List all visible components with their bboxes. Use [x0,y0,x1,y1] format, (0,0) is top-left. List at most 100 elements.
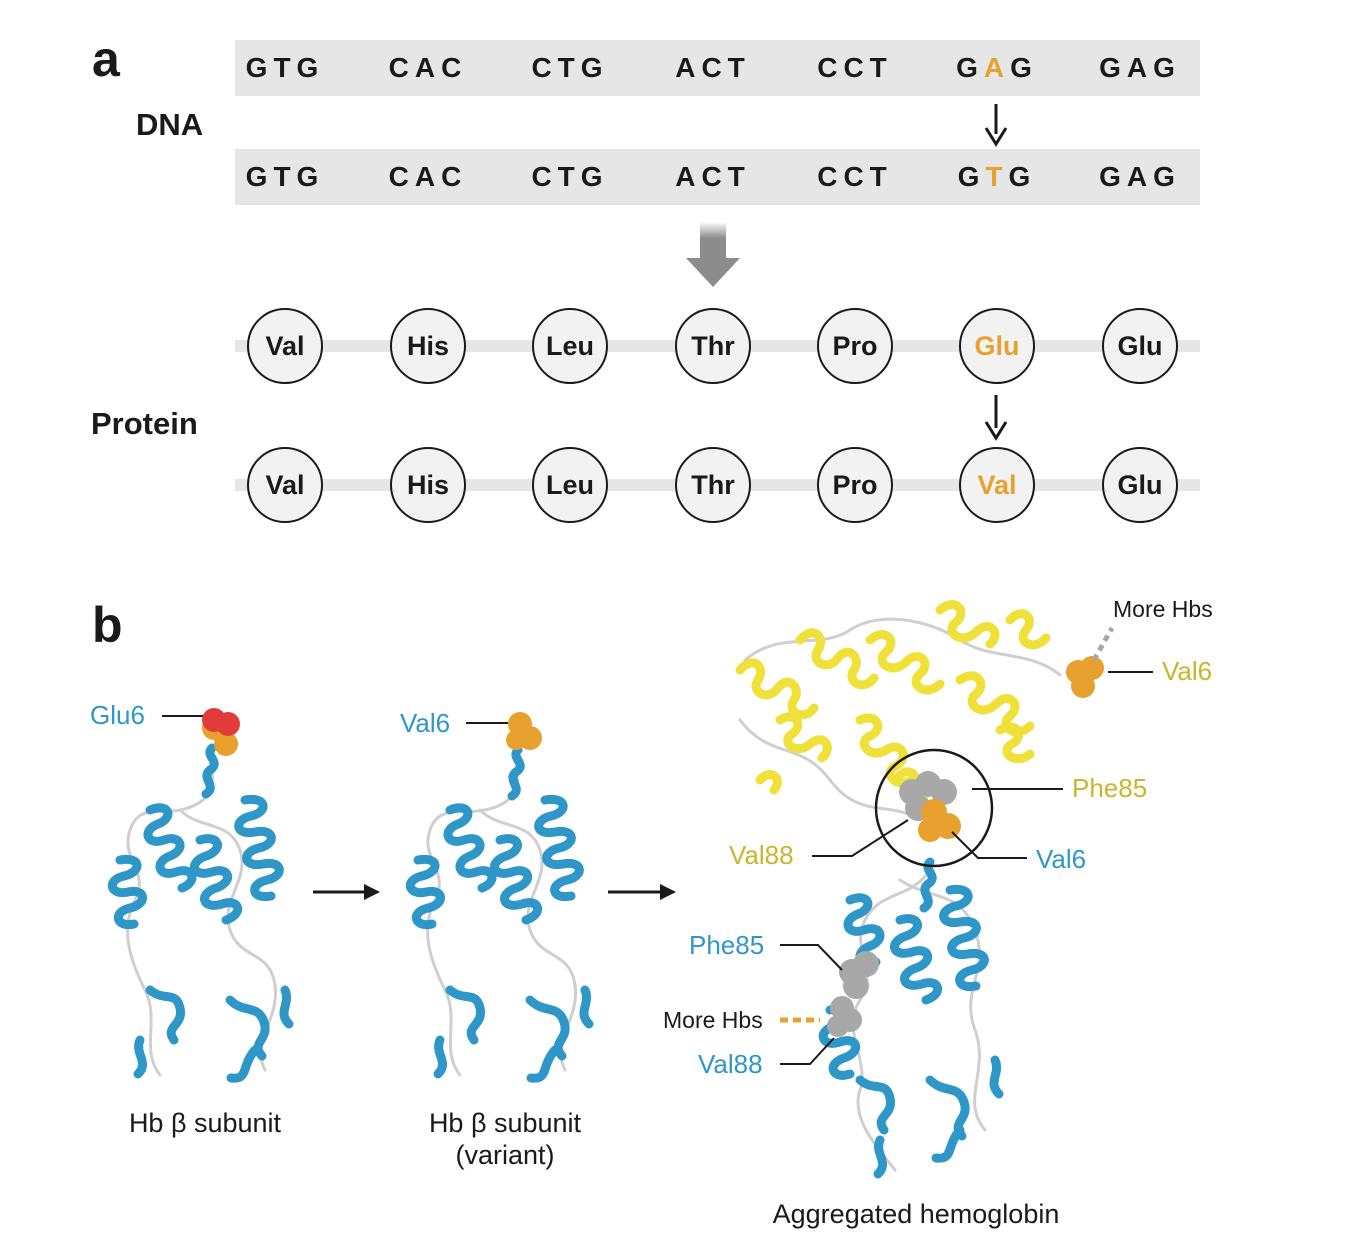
nucleotide: G [245,52,274,83]
nucleotide: G [957,161,986,192]
amino-acid-residue: Glu [1102,308,1178,384]
codon: CAC [368,149,488,205]
dna-original-bar [235,40,1200,96]
glu6-label: Glu6 [90,700,145,730]
nucleotide: G [956,52,984,83]
nucleotide: G [296,52,325,83]
dna-mutation-arrow [984,104,1008,147]
panel-letter-b: b [92,597,123,653]
hb-beta-normal-structure [108,708,294,1083]
amino-acid-residue: His [390,447,466,523]
nucleotide: C [441,161,468,192]
nucleotide: A [414,52,442,83]
codon: GAG [1080,149,1200,205]
amino-acid-residue: His [390,308,466,384]
nucleotide: T [557,52,581,83]
caption-variant-line1: Hb β subunit [428,1108,582,1138]
protein-label: Protein [91,406,198,441]
protein-original-sequence: Val His Leu Thr Pro Glu Glu [0,308,1358,384]
nucleotide: G [580,52,609,83]
nucleotide: T [869,161,893,192]
caption-aggregate: Aggregated hemoglobin [740,1198,1092,1230]
nucleotide: A [675,161,702,192]
nucleotide: G [245,161,274,192]
amino-acid-residue: Val [247,447,323,523]
nucleotide: C [441,52,468,83]
nucleotide: T [869,52,893,83]
nucleotide: C [701,161,728,192]
nucleotide: G [1099,52,1127,83]
phe85-beta-label: Phe85 [689,930,765,960]
nucleotide: G [296,161,325,192]
codon: CCT [795,149,915,205]
codon: GTG [225,40,345,96]
nucleotide: A [1126,161,1154,192]
nucleotide: G [1099,161,1127,192]
nucleotide: T [273,161,297,192]
codon: GTG [937,149,1057,205]
nucleotide: T [727,161,751,192]
val88-partner-label: Val88 [729,840,794,870]
codon: CCT [795,40,915,96]
more-hbs-top-label: More Hbs [1113,596,1213,622]
nucleotide: G [1153,52,1181,83]
beta-subunit-helices [818,857,1004,1179]
translation-arrow [686,222,740,287]
panel-letter-a: a [92,31,120,87]
amino-acid-residue: Glu [959,308,1035,384]
amino-acid-residue: Val [959,447,1035,523]
nucleotide: A [983,52,1011,83]
caption-normal: Hb β subunit [95,1107,315,1139]
amino-acid-residue: Leu [532,308,608,384]
arrow-normal-to-variant [313,884,380,900]
nucleotide: G [1008,161,1037,192]
nucleotide: A [1126,52,1154,83]
dna-label: DNA [136,107,204,142]
arrow-variant-to-aggregate [608,884,676,900]
amino-acid-residue: Thr [675,447,751,523]
nucleotide: C [843,52,870,83]
codon: ACT [653,40,773,96]
caption-variant: Hb β subunit (variant) [393,1107,617,1172]
codon: ACT [653,149,773,205]
codon: CAC [368,40,488,96]
nucleotide: G [580,161,609,192]
codon: CTG [510,40,630,96]
nucleotide: T [557,161,581,192]
caption-aggregate-text: Aggregated hemoglobin [772,1199,1060,1229]
codon: GAG [1080,40,1200,96]
nucleotide: G [1153,161,1181,192]
val88-beta-label: Val88 [698,1049,763,1079]
nucleotide: C [531,52,558,83]
nucleotide: T [985,161,1009,192]
codon: GTG [225,149,345,205]
hb-beta-variant-helices [406,745,594,1083]
amino-acid-residue: Thr [675,308,751,384]
nucleotide: C [531,161,558,192]
amino-acid-residue: Pro [817,447,893,523]
val6-variant-label: Val6 [400,708,451,738]
nucleotide: C [817,52,844,83]
nucleotide: T [273,52,297,83]
nucleotide: A [675,52,702,83]
codon: CTG [510,149,630,205]
aggregated-hemoglobin-structure [735,600,1153,1179]
caption-variant-line2: (variant) [455,1140,555,1171]
amino-acid-residue: Leu [532,447,608,523]
val6-partner-label: Val6 [1162,656,1213,686]
nucleotide: G [1010,52,1038,83]
codon: GAG [937,40,1057,96]
nucleotide: C [817,161,844,192]
hb-beta-normal-helices [108,743,294,1083]
amino-acid-residue: Val [247,308,323,384]
nucleotide: A [414,161,442,192]
protein-mutation-arrow [984,395,1008,441]
nucleotide: C [388,52,415,83]
nucleotide: C [388,161,415,192]
amino-acid-residue: Pro [817,308,893,384]
hb-beta-variant-structure [406,712,594,1083]
